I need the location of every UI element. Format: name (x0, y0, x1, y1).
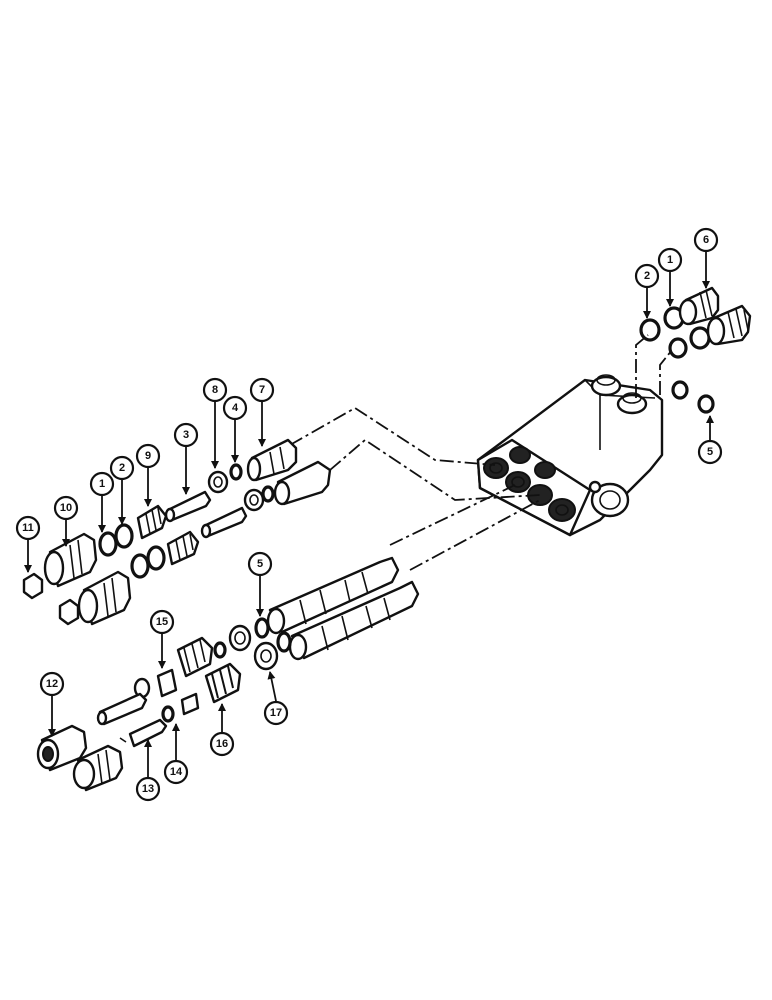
right-port-parts (639, 286, 752, 414)
callout-15-label: 15 (156, 616, 168, 628)
callout-1-left: 1 (89, 471, 115, 497)
callout-10: 10 (53, 495, 79, 521)
callout-9: 9 (135, 443, 161, 469)
callout-12-label: 12 (46, 678, 58, 690)
callout-4: 4 (222, 395, 248, 421)
callouts: 11 10 1 2 9 3 (15, 227, 723, 802)
callout-6-label: 6 (703, 234, 709, 246)
callout-8: 8 (202, 377, 228, 403)
callout-2-right: 2 (634, 263, 660, 289)
callout-15: 15 (149, 609, 175, 635)
callout-8-label: 8 (212, 384, 218, 396)
callout-9-label: 9 (145, 450, 151, 462)
callout-7-label: 7 (259, 384, 265, 396)
callout-3: 3 (173, 422, 199, 448)
callout-4-label: 4 (232, 402, 239, 414)
callout-1-right-label: 1 (667, 254, 673, 266)
callout-2-left-label: 2 (119, 462, 125, 474)
callout-11-label: 11 (22, 522, 34, 534)
callout-17-label: 17 (270, 707, 282, 719)
callout-3-label: 3 (183, 429, 189, 441)
valve-body (476, 374, 664, 537)
callout-12: 12 (39, 671, 65, 697)
main-spools (266, 556, 420, 661)
callout-7: 7 (249, 377, 275, 403)
callout-10-label: 10 (60, 502, 72, 514)
callout-14-label: 14 (170, 766, 183, 778)
callout-1-right: 1 (657, 247, 683, 273)
callout-11: 11 (15, 515, 41, 541)
callout-13-label: 13 (142, 783, 154, 795)
callout-6: 6 (693, 227, 719, 253)
callout-5-mid-label: 5 (257, 558, 263, 570)
callout-5-mid: 5 (247, 551, 273, 577)
callout-2-left: 2 (109, 455, 135, 481)
lower-relief-parts (36, 617, 292, 792)
callout-16: 16 (209, 731, 235, 757)
upper-spool-parts (22, 438, 332, 626)
callout-14: 14 (163, 759, 189, 785)
callout-13: 13 (135, 776, 161, 802)
callout-5-right: 5 (697, 439, 723, 465)
callout-1-left-label: 1 (99, 478, 105, 490)
callout-2-right-label: 2 (644, 270, 650, 282)
callout-5-right-label: 5 (707, 446, 713, 458)
callout-16-label: 16 (216, 738, 228, 750)
callout-17: 17 (263, 700, 289, 726)
